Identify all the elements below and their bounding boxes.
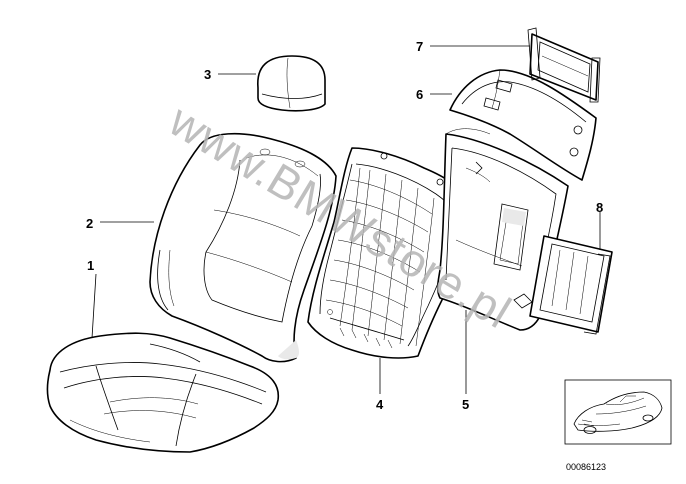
callout-8: 8	[596, 200, 603, 215]
headrest-part	[257, 55, 326, 112]
upper-trim-part	[449, 69, 597, 181]
callout-1: 1	[87, 258, 94, 273]
callout-2: 2	[86, 216, 93, 231]
map-pocket-part	[529, 235, 613, 335]
seat-cushion-cover-part	[46, 332, 280, 453]
backrest-frame-part	[307, 147, 471, 359]
callout-5: 5	[462, 397, 469, 412]
panel-pocket	[493, 203, 529, 271]
callout-4: 4	[376, 397, 384, 412]
car-inset	[564, 379, 672, 445]
bracket-part	[527, 27, 601, 103]
leader-lines	[91, 45, 601, 394]
callout-7: 7	[416, 39, 423, 54]
callout-3: 3	[204, 67, 211, 82]
car-thumbnail-icon	[573, 391, 663, 434]
frame-grid	[325, 167, 435, 347]
document-number: 00086123	[566, 462, 606, 472]
backrest-cover-part	[149, 132, 337, 363]
callout-6: 6	[416, 87, 423, 102]
